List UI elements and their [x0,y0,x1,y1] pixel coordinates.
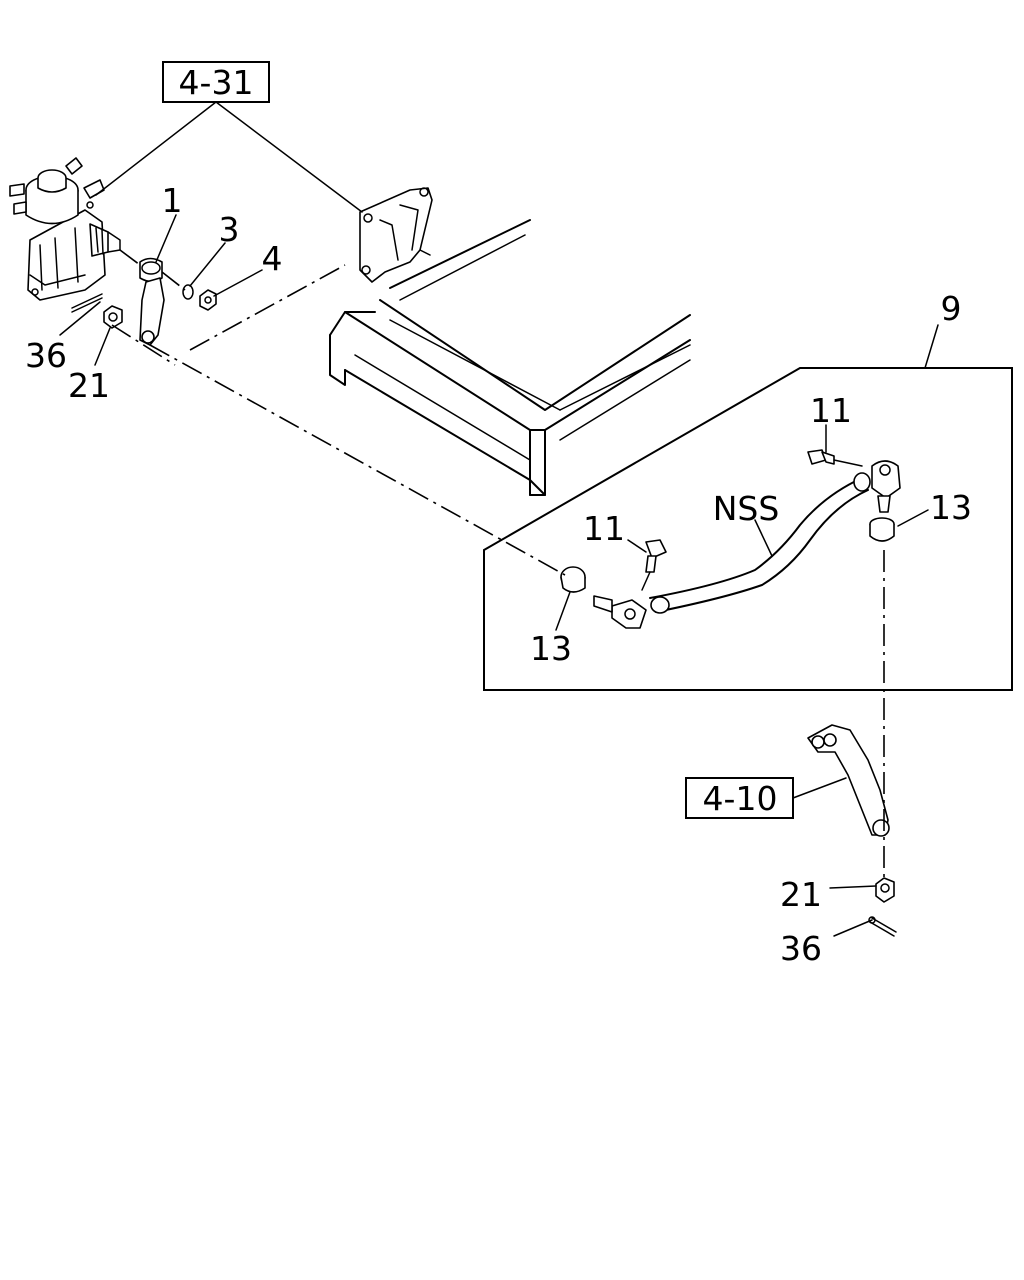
callout-1: 1 [162,181,183,220]
callout-11-upper: 11 [810,391,852,430]
nut-21-top [103,305,123,329]
ref-label-4-10: 4-10 [703,779,778,818]
pitman-arm [139,257,165,346]
assembly-box-9 [483,367,1013,691]
callout-11-lower: 11 [583,509,625,548]
callout-4: 4 [262,239,283,278]
dust-boot-13-right [869,517,895,542]
snap-ring-3 [182,284,194,300]
alignment-lines [111,249,885,880]
callout-21-top: 21 [68,366,110,405]
nut-4 [199,289,217,311]
ref-box-4-10[interactable]: 4-10 [685,777,794,819]
callout-13-left: 13 [530,629,572,668]
grease-fitting-11-lower [641,539,667,591]
steering-arm [807,724,890,837]
steering-gear-box [9,157,121,301]
drag-link [593,460,901,629]
ref-box-4-31[interactable]: 4-31 [162,61,270,103]
callout-21-bottom: 21 [780,875,822,914]
callout-36-bottom: 36 [780,929,822,968]
callout-nss: NSS [713,489,780,528]
leader-lines [59,101,939,937]
grease-fitting-11-upper [807,449,863,467]
dust-boot-13-left [560,566,586,593]
cotter-pin-36-top [71,293,103,313]
frame-bracket [359,187,433,283]
ref-label-4-31: 4-31 [179,63,254,102]
callouts: 1 3 4 36 21 9 11 11 NSS 13 13 21 36 [25,181,972,968]
callout-9: 9 [941,289,962,328]
callout-13-right: 13 [930,488,972,527]
frame-rail [329,219,691,496]
callout-3: 3 [219,210,240,249]
nut-21-bottom [875,877,895,903]
cotter-pin-36-bottom [868,916,897,937]
callout-36-top: 36 [25,336,67,375]
